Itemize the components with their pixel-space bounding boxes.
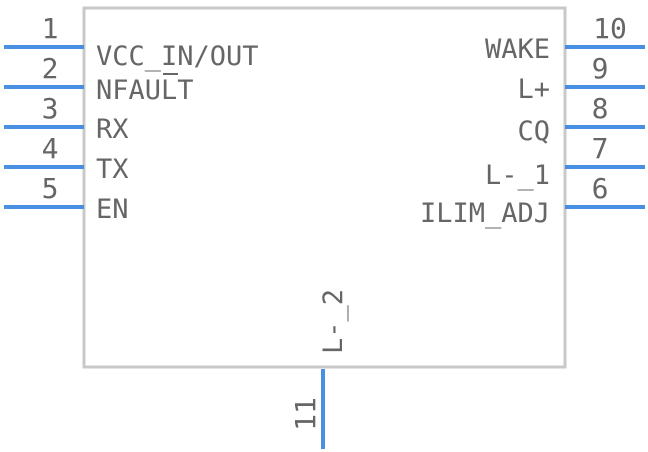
pin-1[interactable]: 1 VCC_IN/OUT bbox=[4, 12, 259, 72]
pin-4[interactable]: 4 TX bbox=[4, 132, 129, 185]
pin-5-number: 5 bbox=[42, 172, 59, 205]
left-pin-group: 1 VCC_IN/OUT 2 NFAULT 3 RX 4 TX 5 EN bbox=[4, 12, 259, 225]
pin-5-label: EN bbox=[96, 194, 129, 225]
pin-4-number: 4 bbox=[42, 132, 59, 165]
pin-4-label: TX bbox=[96, 154, 129, 185]
pin-11-number: 11 bbox=[289, 397, 322, 431]
pin-11-label: L-_2 bbox=[318, 289, 349, 354]
pin-8[interactable]: 8 CQ bbox=[517, 92, 645, 147]
pin-3[interactable]: 3 RX bbox=[4, 92, 129, 145]
pin-11[interactable]: 11 L-_2 bbox=[289, 289, 349, 449]
pin-2-label: NFAULT bbox=[96, 75, 194, 106]
pin-6-label: ILIM_ADJ bbox=[420, 198, 550, 229]
pin-10[interactable]: 10 WAKE bbox=[485, 12, 645, 65]
component-body bbox=[82, 6, 567, 369]
pin-7-label: L-_1 bbox=[485, 160, 550, 191]
pin-2[interactable]: 2 NFAULT bbox=[4, 52, 194, 106]
pin-7[interactable]: 7 L-_1 bbox=[485, 132, 645, 191]
pin-6[interactable]: 6 ILIM_ADJ bbox=[420, 172, 645, 229]
pin-9-number: 9 bbox=[592, 52, 609, 85]
pin-3-label: RX bbox=[96, 114, 129, 145]
pin-3-number: 3 bbox=[42, 92, 59, 125]
pin-2-number: 2 bbox=[42, 52, 59, 85]
right-pin-group: 10 WAKE 9 L+ 8 CQ 7 L-_1 6 ILIM_ADJ bbox=[420, 12, 645, 229]
pin-7-number: 7 bbox=[592, 132, 609, 165]
bottom-pin-group: 11 L-_2 bbox=[289, 289, 349, 449]
pin-5[interactable]: 5 EN bbox=[4, 172, 129, 225]
pin-10-number: 10 bbox=[593, 12, 627, 45]
pin-8-number: 8 bbox=[592, 92, 609, 125]
pin-9[interactable]: 9 L+ bbox=[517, 52, 645, 105]
pin-8-label: CQ bbox=[517, 116, 550, 147]
pin-1-number: 1 bbox=[42, 12, 59, 45]
pin-6-number: 6 bbox=[592, 172, 609, 205]
pin-9-label: L+ bbox=[517, 74, 550, 105]
pin-10-label: WAKE bbox=[485, 34, 550, 65]
pin-1-label: VCC_IN/OUT bbox=[96, 41, 259, 72]
